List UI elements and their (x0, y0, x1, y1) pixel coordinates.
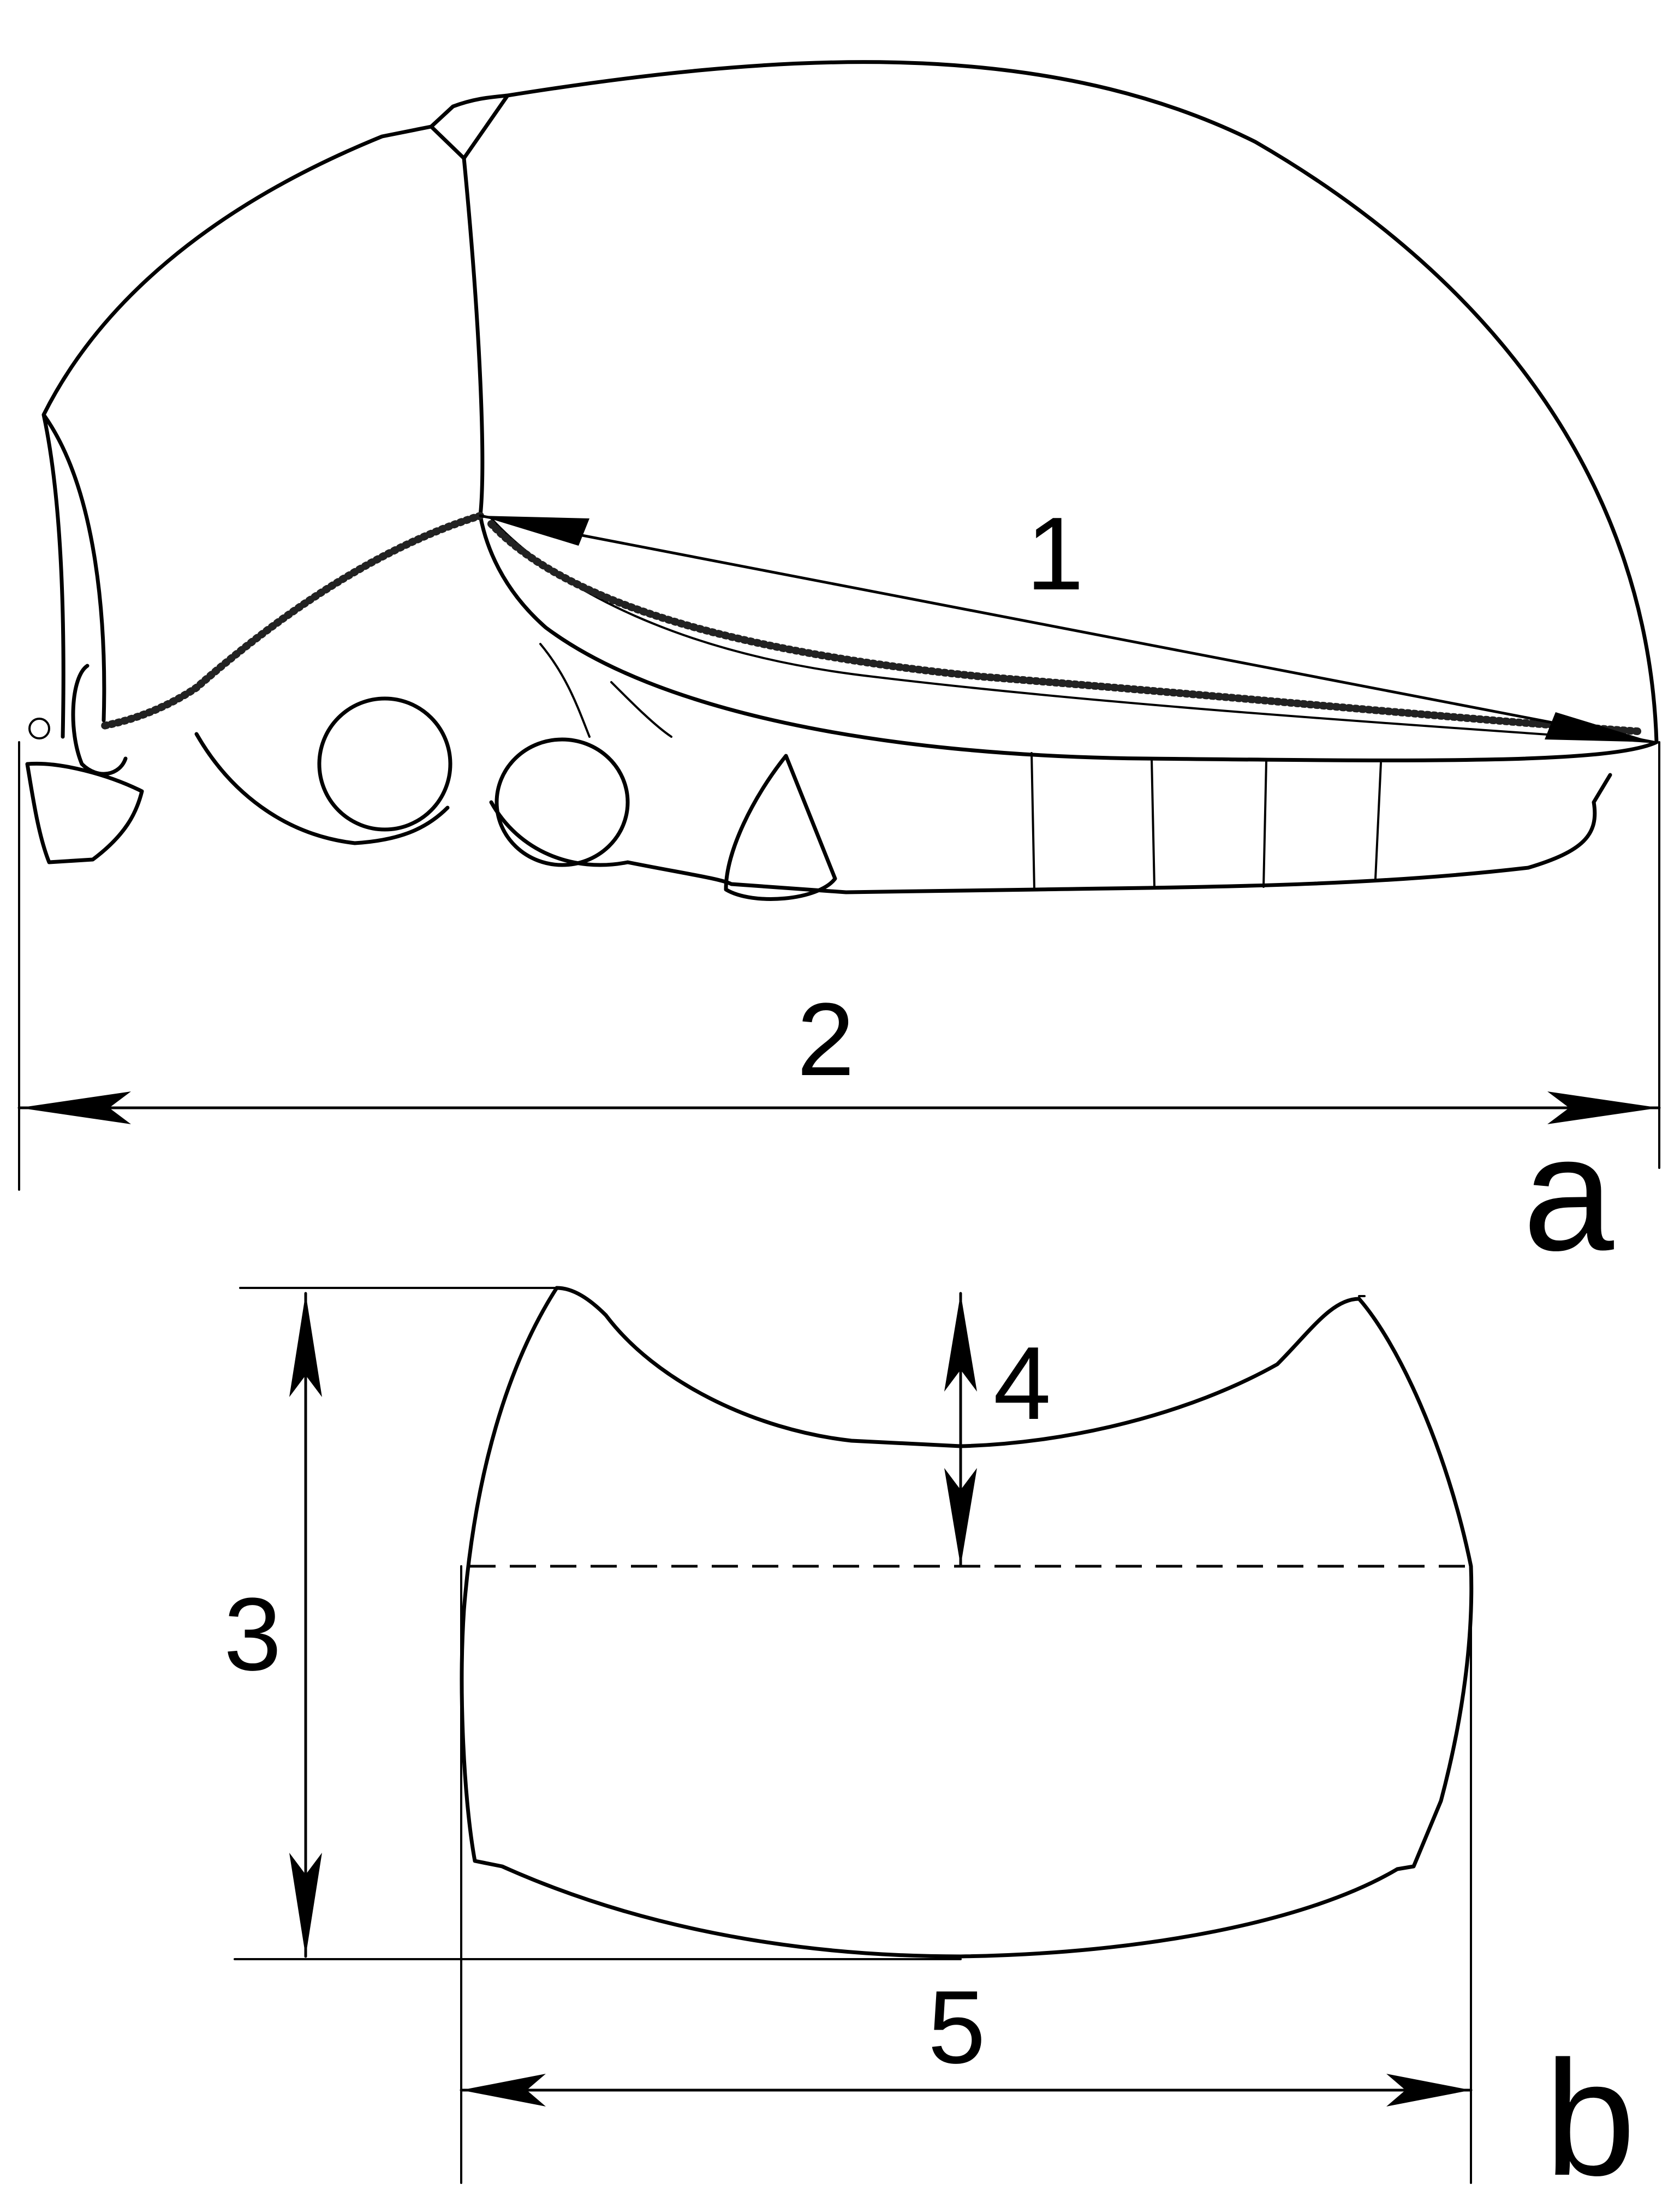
mesosternum-line (539, 643, 672, 738)
panel-label-a: a (1523, 1101, 1615, 1285)
eye-dot (28, 718, 50, 739)
prothorax-ventral (194, 732, 450, 845)
hind-coxa (724, 754, 837, 901)
measure-label-4: 4 (993, 1326, 1051, 1441)
pronotum-dorsal-view (460, 1286, 1474, 1959)
abdomen-outline (489, 773, 1612, 894)
mouthparts-outline (25, 761, 144, 864)
scutellum-outline (429, 93, 510, 160)
middle-coxa (495, 737, 630, 867)
dimension-3: 3 (224, 1287, 1366, 1960)
beetle-lateral-view (25, 60, 1659, 901)
measure-label-3: 3 (224, 1577, 282, 1692)
measure-label-1: 1 (1026, 496, 1084, 612)
panel-label-b: b (1545, 2026, 1636, 2196)
pronotum-stipple (100, 512, 484, 730)
measure-label-2: 2 (797, 982, 855, 1097)
head-lobe (71, 664, 128, 776)
dimension-2: 2 (17, 741, 1661, 1191)
pronotum-dorsal-outline (460, 1286, 1474, 1959)
elytron-stipple (487, 520, 1641, 735)
dimension-5: 5 (460, 1565, 1473, 2184)
fore-coxa (317, 696, 452, 832)
dimension-4: 4 (944, 1292, 1051, 1568)
measure-label-5: 5 (928, 1970, 986, 2085)
abdominal-sternite-lines (1030, 752, 1382, 891)
pronotum-outline (41, 124, 485, 739)
dimension-1: 1 (479, 496, 1655, 744)
elytron-outline (478, 60, 1659, 762)
